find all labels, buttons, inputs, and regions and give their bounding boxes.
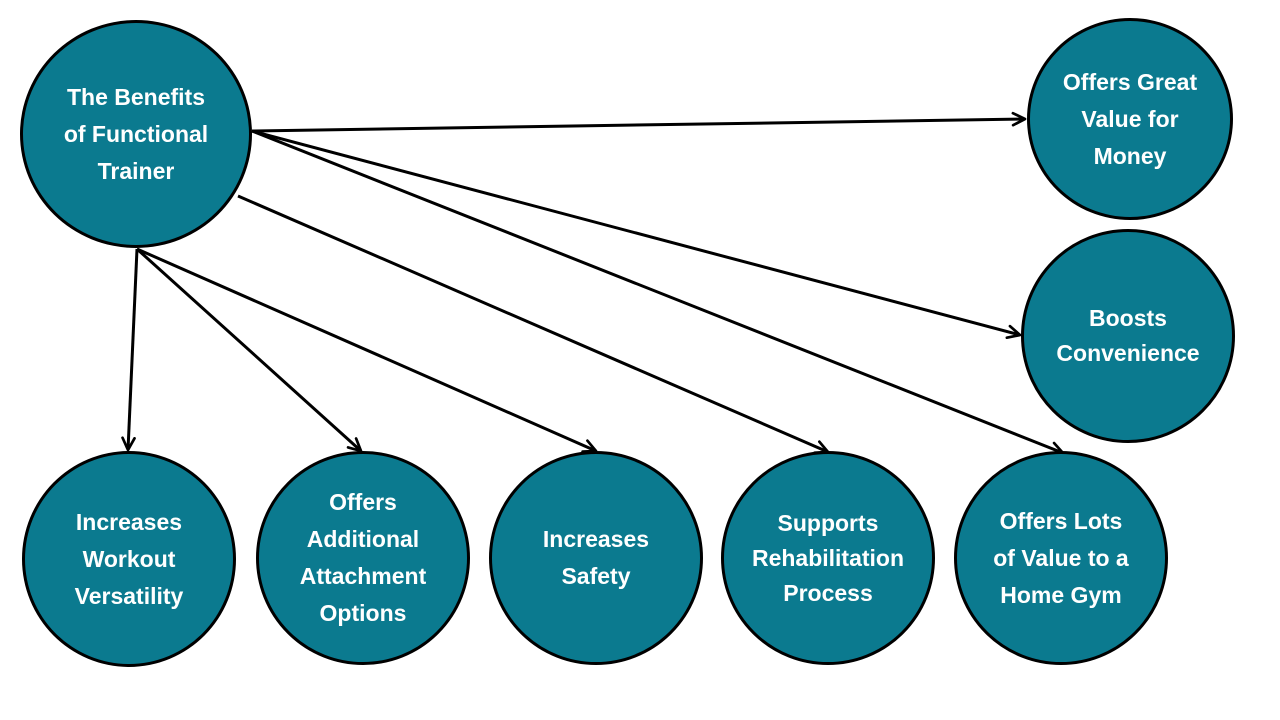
hub-node-functional-trainer: The Benefits of Functional Trainer [20, 20, 252, 248]
node-home-gym-value: Offers Lots of Value to a Home Gym [954, 451, 1168, 665]
arrow-hub-to-value-money [251, 111, 1027, 133]
node-boosts-convenience: Boosts Convenience [1021, 229, 1235, 443]
node-value-for-money-label: Offers Great Value for Money [1062, 68, 1198, 169]
node-rehabilitation-process-label: Supports Rehabilitation Process [751, 509, 905, 606]
arrow-hub-to-attachments [135, 247, 363, 453]
arrow-hub-to-convenience [251, 129, 1022, 340]
node-attachment-options: Offers Additional Attachment Options [256, 451, 470, 665]
node-increases-safety-label: Increases Safety [542, 526, 650, 589]
node-increases-safety: Increases Safety [489, 451, 703, 665]
node-workout-versatility: Increases Workout Versatility [22, 451, 236, 667]
arrow-hub-to-rehab [237, 194, 830, 455]
node-home-gym-value-label: Offers Lots of Value to a Home Gym [993, 507, 1129, 608]
hub-node-label: The Benefits of Functional Trainer [63, 83, 209, 184]
node-rehabilitation-process: Supports Rehabilitation Process [721, 451, 935, 665]
arrow-hub-to-home-gym [251, 129, 1065, 456]
node-value-for-money: Offers Great Value for Money [1027, 18, 1233, 220]
node-workout-versatility-label: Increases Workout Versatility [74, 508, 184, 609]
arrow-hub-to-versatility [121, 248, 139, 452]
arrow-hub-to-safety [136, 247, 598, 454]
node-attachment-options-label: Offers Additional Attachment Options [299, 489, 427, 626]
node-boosts-convenience-label: Boosts Convenience [1056, 305, 1200, 366]
